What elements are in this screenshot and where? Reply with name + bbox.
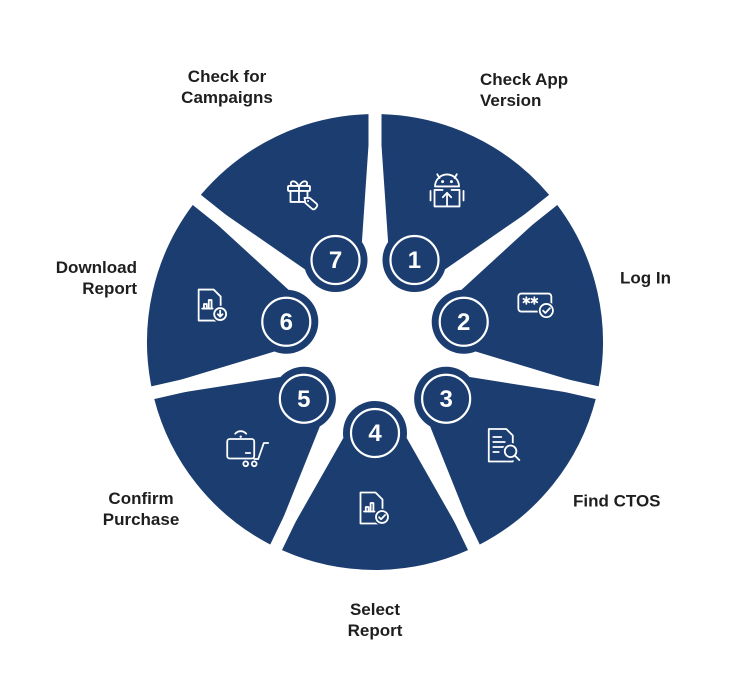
- password-check-icon: [517, 292, 556, 320]
- step-number-6: 6: [280, 309, 293, 336]
- step-number-3: 3: [439, 386, 452, 413]
- gift-tag-icon: [287, 180, 319, 211]
- wedge-gap: [134, 346, 330, 403]
- wedge-gap: [389, 382, 488, 566]
- step-number-4: 4: [368, 420, 382, 447]
- step-circle-6: [261, 296, 312, 347]
- label-select-report: Select Report: [347, 600, 403, 640]
- cart-payment-icon: [226, 430, 270, 468]
- step-circle-7: [310, 234, 361, 286]
- step-circle-3: [421, 373, 472, 424]
- step-circle-1: [389, 234, 440, 286]
- wedge-gap: [408, 184, 571, 318]
- label-confirm-purchase: Confirm Purchase: [102, 489, 180, 529]
- step-number-1: 1: [408, 247, 421, 274]
- label-find-ctos: Find CTOS: [573, 491, 661, 511]
- step-circle-2: [438, 296, 489, 347]
- step-circle-4: [349, 407, 401, 459]
- label-check-app-version: Check App Version: [480, 70, 569, 110]
- step-circle-5: [278, 373, 329, 424]
- label-check-for-campaigns: Check for Campaigns: [181, 67, 273, 107]
- wedge-gap: [179, 184, 342, 318]
- android-update-icon: [429, 173, 465, 208]
- report-download-icon: [197, 288, 229, 323]
- step-number-7: 7: [329, 247, 342, 274]
- document-search-icon: [487, 428, 521, 463]
- report-check-icon: [359, 491, 391, 526]
- wedge-4: [280, 401, 470, 570]
- label-log-in: Log In: [620, 268, 671, 288]
- label-download-report: Download Report: [55, 258, 137, 298]
- step-number-5: 5: [297, 386, 310, 413]
- step-number-2: 2: [457, 309, 470, 336]
- wedge-gap: [262, 382, 361, 566]
- icon-part: [303, 197, 319, 211]
- wedge-gap: [420, 346, 616, 403]
